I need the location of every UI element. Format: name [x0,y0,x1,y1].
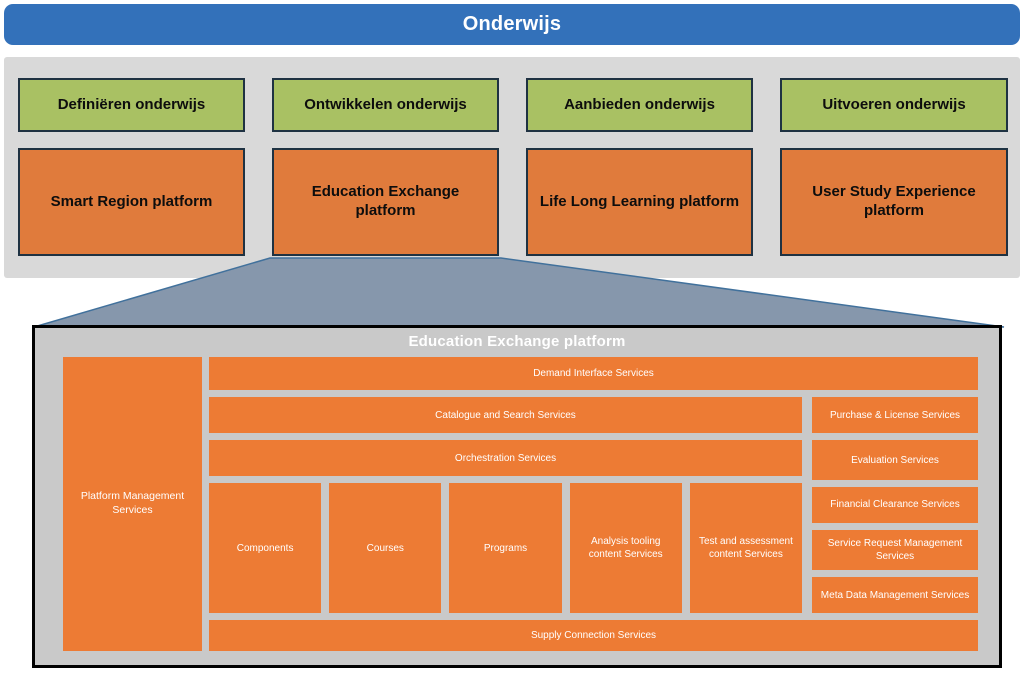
service-box-orchestration: Orchestration Services [209,440,802,476]
detail-panel-education-exchange: Education Exchange platform Platform Man… [32,325,1002,668]
diagram-title: Onderwijs [462,13,562,35]
zoom-trapezoid-shape [33,257,1005,328]
platform-box-user-study-experience: User Study Experience platform [780,148,1008,256]
detail-panel-middle: Catalogue and Search Services Orchestrat… [209,397,978,614]
detail-panel-main-area: Demand Interface Services Catalogue and … [209,357,978,651]
platform-box-education-exchange: Education Exchange platform [272,148,499,256]
detail-panel-right-stack: Purchase & License Services Evaluation S… [812,397,978,614]
service-box-programs: Programs [449,483,562,613]
service-box-financial-clearance: Financial Clearance Services [812,487,978,523]
service-box-components: Components [209,483,322,613]
platform-box-life-long-learning: Life Long Learning platform [526,148,753,256]
service-box-service-request-management: Service Request Management Services [812,529,978,571]
platform-label: User Study Experience platform [812,183,976,219]
phase-box-aanbieden: Aanbieden onderwijs [526,78,753,132]
service-box-platform-management: Platform Management Services [63,357,202,651]
phase-label: Aanbieden onderwijs [564,95,715,113]
zoom-trapezoid [33,257,1005,328]
service-box-supply-connection: Supply Connection Services [209,620,978,651]
detail-panel-title: Education Exchange platform [408,333,626,350]
service-box-catalogue-search: Catalogue and Search Services [209,397,802,433]
content-services-row: Components Courses Programs Analysis too… [209,483,803,613]
phase-box-definieren: Definiëren onderwijs [18,78,245,132]
service-box-meta-data-management: Meta Data Management Services [812,577,978,614]
service-box-courses: Courses [329,483,442,613]
service-box-test-assessment: Test and assessment content Services [689,483,803,613]
diagram-title-bar: Onderwijs [4,4,1020,45]
phase-label: Ontwikkelen onderwijs [304,95,467,113]
service-box-analysis-tooling: Analysis tooling content Services [569,483,682,613]
platform-box-smart-region: Smart Region platform [18,148,245,256]
phase-box-ontwikkelen: Ontwikkelen onderwijs [272,78,499,132]
platform-label: Education Exchange platform [311,183,460,219]
platform-label: Smart Region platform [50,192,213,210]
service-box-purchase-license: Purchase & License Services [812,397,978,433]
phase-label: Definiëren onderwijs [57,95,206,113]
phase-box-uitvoeren: Uitvoeren onderwijs [780,78,1008,132]
phase-label: Uitvoeren onderwijs [822,95,966,113]
detail-panel-middle-left: Catalogue and Search Services Orchestrat… [209,397,803,613]
service-box-evaluation: Evaluation Services [812,440,978,480]
platform-label: Life Long Learning platform [539,192,740,210]
service-box-demand-interface: Demand Interface Services [209,357,978,390]
